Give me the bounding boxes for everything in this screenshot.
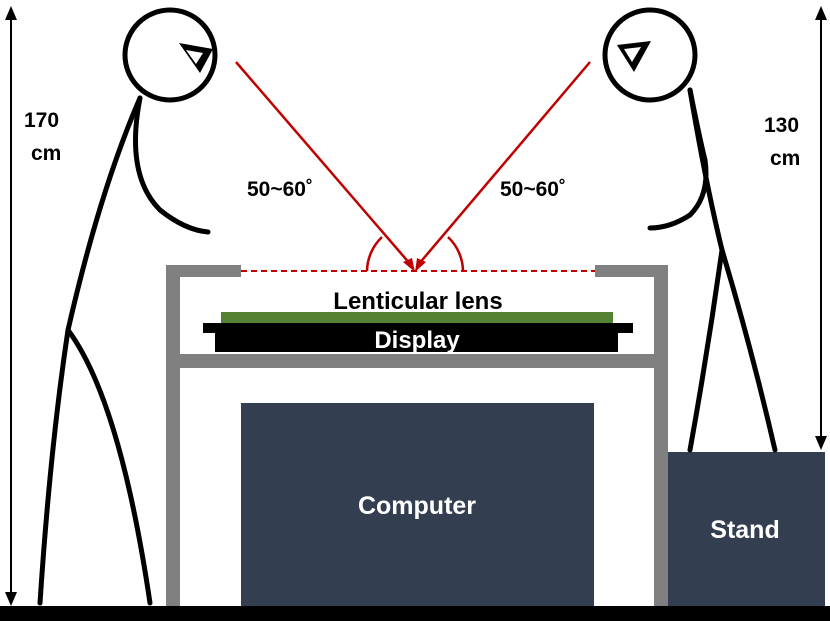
- computer-box: [241, 403, 594, 606]
- height-left-unit: cm: [31, 142, 61, 165]
- height-right-value: 130: [764, 114, 799, 137]
- height-arrow-left: [5, 6, 17, 606]
- display-bezel: [203, 323, 633, 333]
- height-left-value: 170: [24, 109, 59, 132]
- height-arrow-right: [815, 6, 827, 450]
- lenticular-lens: [221, 312, 613, 324]
- viewer-right: [602, 7, 778, 453]
- viewer-left: [37, 7, 218, 606]
- viewer-left-head: [122, 7, 218, 103]
- floor-bar: [0, 606, 830, 621]
- viewer-left-eye-icon: [179, 43, 213, 73]
- height-right-unit: cm: [770, 147, 800, 170]
- angle-right-label: 50~60˚: [500, 178, 566, 201]
- angle-left-label: 50~60˚: [247, 178, 313, 201]
- display: [215, 330, 618, 352]
- table-frame: [166, 265, 668, 606]
- display-label: Display: [374, 327, 460, 354]
- lens-label: Lenticular lens: [333, 288, 502, 315]
- stand-label: Stand: [710, 516, 779, 544]
- stand-box: [668, 452, 825, 606]
- view-rays: [235, 61, 591, 272]
- viewer-right-eye-icon: [617, 41, 651, 72]
- computer-label: Computer: [358, 492, 476, 520]
- viewer-right-head: [602, 7, 698, 103]
